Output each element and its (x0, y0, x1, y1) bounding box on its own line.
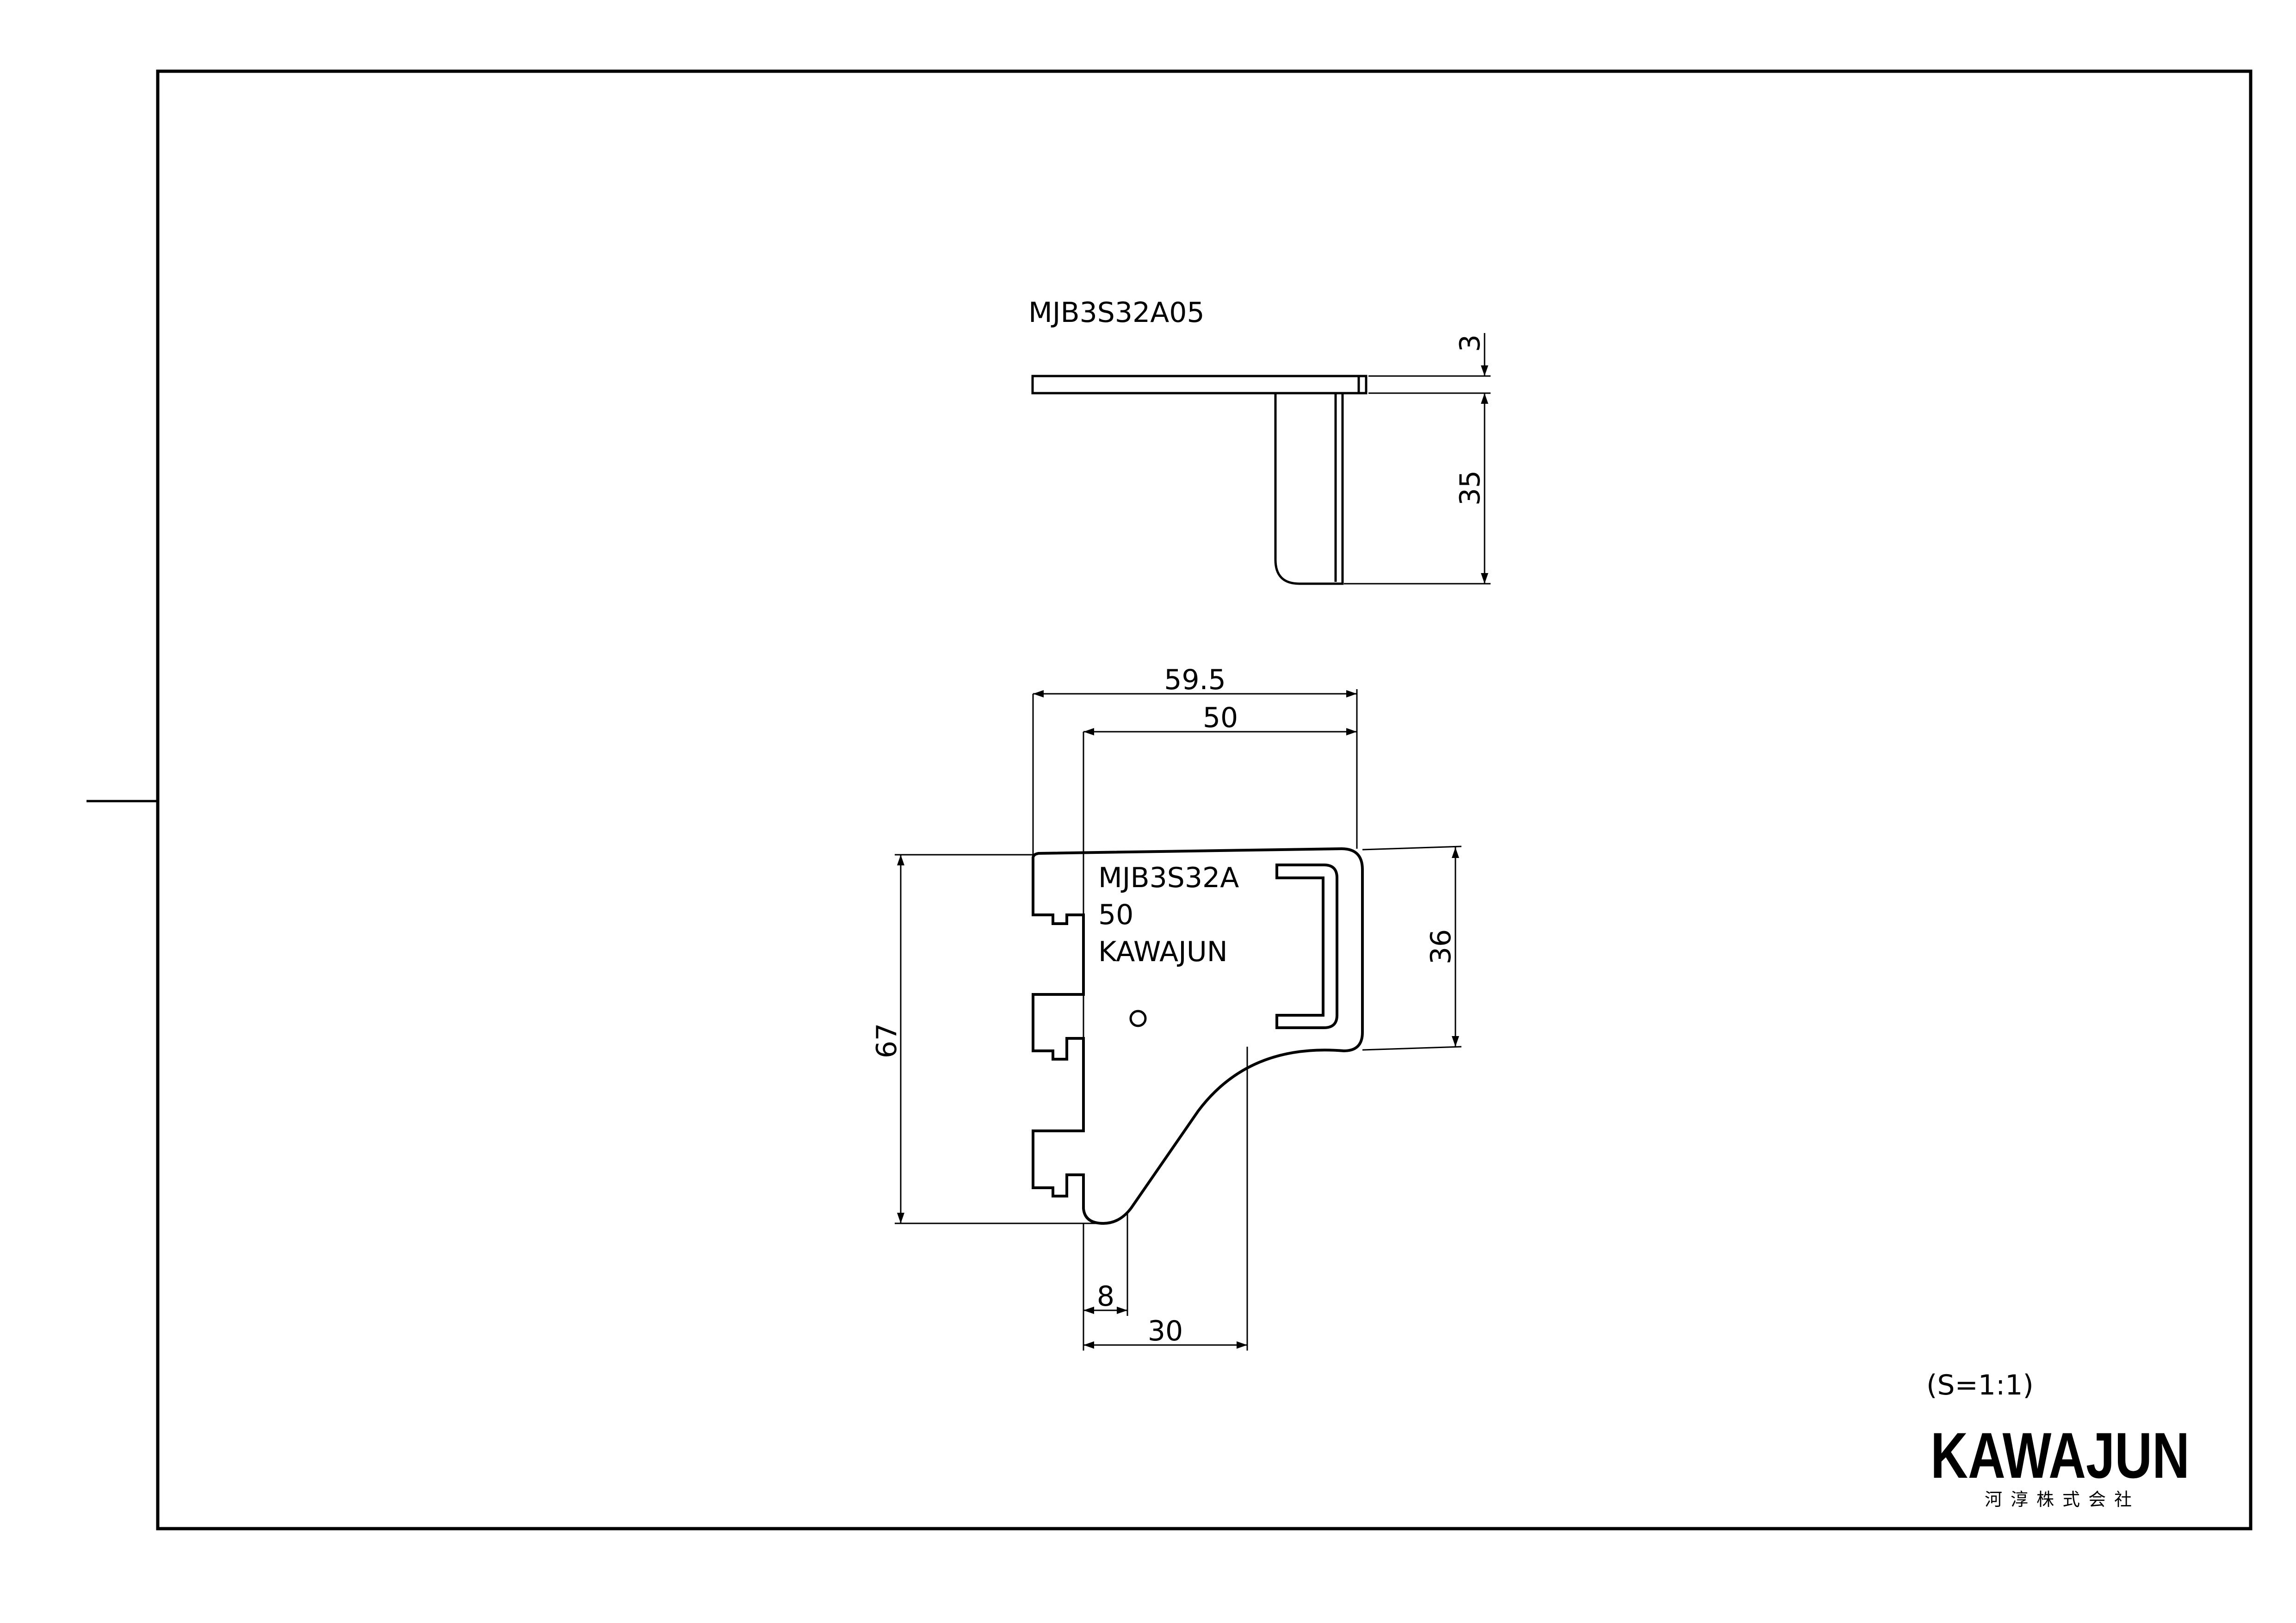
dim-height: 67 (871, 1023, 903, 1058)
front-view: MJB3S32A 50 KAWAJUN (871, 664, 1462, 1351)
dim-overall-width: 59.5 (1164, 664, 1226, 696)
drawing-frame (156, 69, 2253, 1530)
engraving-line-3: KAWAJUN (1098, 936, 1228, 968)
dim-arm-height: 35 (1454, 470, 1486, 506)
dim-bottom: 8 (1097, 1280, 1114, 1313)
dim-width: 50 (1203, 702, 1238, 734)
engraving-line-1: MJB3S32A (1098, 862, 1239, 894)
side-view-arm (1274, 393, 1344, 585)
scale-label: (S=1:1) (1926, 1369, 2034, 1401)
company-name: 河淳株式会社 (1985, 1489, 2140, 1510)
dim-thickness: 3 (1454, 334, 1486, 352)
dim-arm-offset: 30 (1148, 1315, 1183, 1347)
hook-slot (1275, 864, 1338, 1029)
kawajun-logo: KAWAJUN (1931, 1419, 2190, 1492)
engraving-line-2: 50 (1098, 899, 1133, 931)
side-view-plate (1031, 375, 1368, 395)
side-view: MJB3S32A05 3 35 (1028, 296, 1491, 585)
mounting-hole (1129, 1010, 1147, 1027)
side-view-part-number: MJB3S32A05 (1028, 296, 1205, 329)
dim-hook-height: 36 (1425, 929, 1457, 964)
bracket-outline (1032, 847, 1364, 1225)
